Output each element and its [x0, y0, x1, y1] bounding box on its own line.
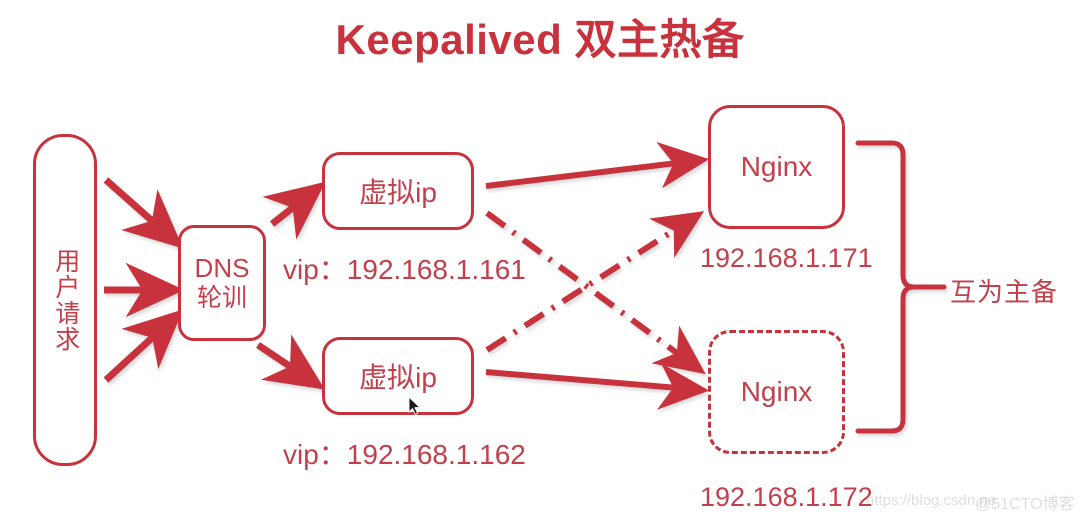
page-title: Keepalived 双主热备 — [335, 16, 745, 63]
edge-vip2-to-nginx2 — [485, 363, 710, 410]
node-nginx-primary[interactable]: Nginx — [708, 105, 845, 229]
node-nginx-backup[interactable]: Nginx — [708, 330, 845, 454]
vip-address-label-1: vip：192.168.1.161 — [283, 254, 526, 285]
node-virtual-ip-1-label: 虚拟ip — [359, 177, 437, 208]
edge-vip1-to-nginx1 — [485, 141, 710, 189]
edge-user-to-dns-lower — [103, 309, 184, 383]
node-virtual-ip-2-label: 虚拟ip — [359, 362, 437, 393]
group-brace — [855, 140, 917, 434]
node-nginx-primary-label: Nginx — [740, 151, 813, 182]
node-nginx-backup-label: Nginx — [740, 376, 813, 407]
node-dns[interactable]: DNS 轮训 — [178, 225, 266, 341]
edge-dns-to-vip1 — [262, 181, 326, 240]
nginx-backup-ip-label: 192.168.1.172 — [700, 482, 873, 512]
node-virtual-ip-2[interactable]: 虚拟ip — [322, 337, 474, 415]
edge-user-to-dns-upper — [103, 177, 184, 249]
node-virtual-ip-1[interactable]: 虚拟ip — [322, 152, 474, 230]
nginx-primary-ip-label: 192.168.1.171 — [700, 243, 873, 273]
edge-dns-to-vip2 — [256, 334, 325, 390]
node-user-request-label: 用户请求 — [51, 248, 80, 352]
brace-group-label: 互为主备 — [950, 277, 1059, 307]
node-dns-label-line1: DNS — [194, 253, 250, 284]
vip-address-label-2: vip：192.168.1.162 — [283, 439, 526, 470]
node-user-request[interactable]: 用户请求 — [33, 134, 97, 466]
node-dns-label-line2: 轮训 — [196, 283, 247, 312]
mouse-pointer-icon — [408, 396, 421, 415]
